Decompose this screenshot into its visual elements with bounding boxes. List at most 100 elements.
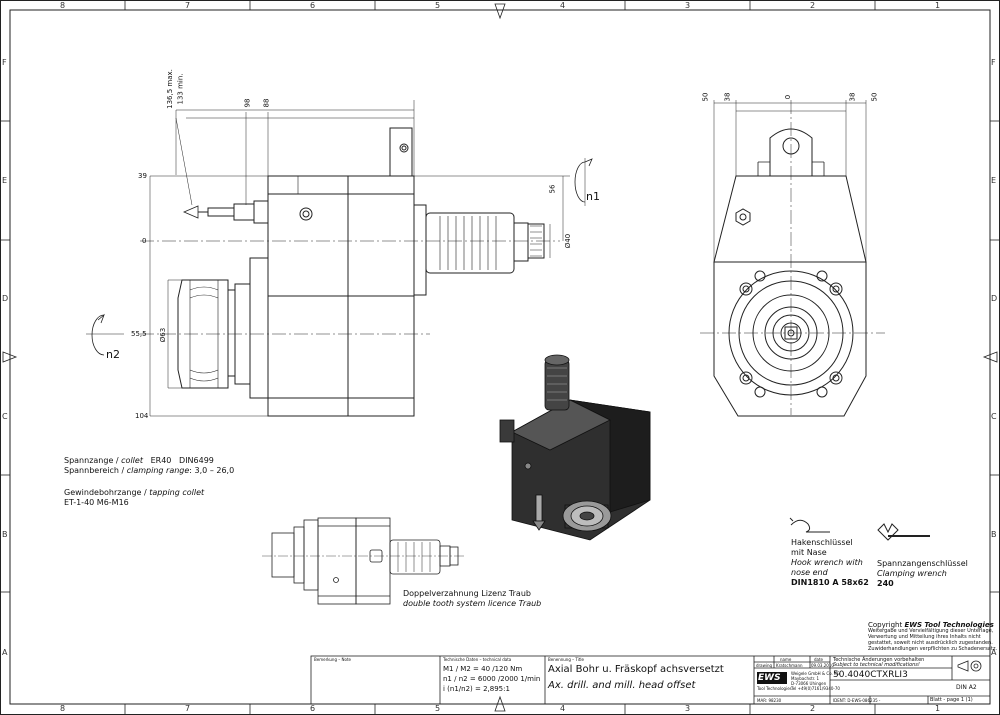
address-line: Weigele GmbH & Co. KG <box>791 671 840 676</box>
dim-88: 88 <box>262 98 271 108</box>
ident-number: IDENT: D-EWS-086235 - <box>833 698 881 703</box>
col-date: date <box>814 657 824 662</box>
zone-label-top: 5 <box>435 1 441 10</box>
note-double-tooth-en: double tooth system licence Traub <box>403 599 542 608</box>
copyright-title: Copyright EWS Tool Technologies <box>868 621 994 629</box>
hook-wrench-spec: DIN1810 A 58x62 <box>791 578 869 587</box>
zone-label-right: E <box>991 176 997 185</box>
address-line: Maybachstr. 1 <box>791 676 820 681</box>
note-clamping-range: Spannbereich / clamping range: 3,0 – 26,… <box>64 466 235 475</box>
dim-50-right: 50 <box>870 92 879 102</box>
ews-logo-text: EWS <box>758 673 781 683</box>
changes-en: Subject to technical modifications! <box>833 662 920 668</box>
clamping-wrench-spec: 240 <box>877 579 894 588</box>
rotation-label-n1: n1 <box>586 190 600 203</box>
torque-values: M1 / M2 = 40 /120 Nm <box>443 665 523 673</box>
col-name: name <box>780 657 792 662</box>
drawing-date: 09.03.2010 <box>811 663 834 668</box>
clamping-wrench-en: Clamping wrench <box>877 569 947 578</box>
speed-values: n1 / n2 = 6000 /2000 1/min <box>443 675 541 683</box>
zone-label-left: E <box>2 176 8 185</box>
title-block-frame <box>310 655 991 705</box>
drawing-title-de: Axial Bohr u. Fräskopf achsversetzt <box>548 664 724 675</box>
zone-label-top: 7 <box>185 1 191 10</box>
dim-d40: Ø40 <box>564 233 573 249</box>
isometric-render <box>499 354 651 541</box>
hook-wrench-en: Hook wrench with <box>791 558 863 567</box>
changes-de: Technische Änderungen vorbehalten <box>833 657 925 663</box>
zone-label-left: A <box>2 648 8 657</box>
dim-39: 39 <box>138 172 147 180</box>
dim-98: 98 <box>243 98 252 108</box>
zone-label-bottom: 5 <box>435 704 441 713</box>
drawer-name: Kratschmann <box>776 663 803 668</box>
clamping-wrench-de: Spannzangenschlüssel <box>877 559 968 568</box>
zone-label-top: 6 <box>310 1 316 10</box>
dim-38-right: 38 <box>848 92 857 102</box>
drawing-number: 50.4040CTXRLI3 <box>833 670 908 680</box>
hook-wrench-en-2: nose end <box>791 568 828 577</box>
zone-label-left: D <box>2 294 9 303</box>
zone-label-bottom: 8 <box>60 704 66 713</box>
rotation-label-n2: n2 <box>106 348 120 361</box>
zone-label-right: F <box>991 58 996 67</box>
material-number: MAR: 98230 <box>757 698 782 703</box>
zone-label-bottom: 1 <box>935 704 941 713</box>
remark-label: Bemerkung – Note <box>314 657 352 662</box>
dim-50-left: 50 <box>701 92 710 102</box>
ews-logo-sub: Tool Technologies <box>757 686 792 691</box>
dim-104: 104 <box>135 412 149 420</box>
zone-label-bottom: 6 <box>310 704 316 713</box>
dim-d63: Ø63 <box>159 327 168 343</box>
projection-symbol-icon <box>957 660 982 672</box>
small-side-view <box>262 517 465 605</box>
copyright-line: Weitergabe und Vervielfältigung dieser U… <box>868 628 994 634</box>
zone-label-top: 4 <box>560 1 566 10</box>
dim-min-length: 133 min. <box>176 73 185 105</box>
zone-label-right: A <box>991 648 997 657</box>
dim-56: 56 <box>548 184 557 194</box>
hook-wrench-de-2: mit Nase <box>791 548 827 557</box>
copyright-line: Verwertung und Mitteilung ihres Inhalts … <box>868 634 981 640</box>
front-view <box>700 100 885 417</box>
zone-label-left: F <box>2 58 7 67</box>
row-drawing: drawing <box>756 663 773 668</box>
zone-label-left: B <box>2 530 8 539</box>
paper-size: DIN A2 <box>956 684 977 691</box>
drawing-title-en: Ax. drill. and mill. head offset <box>548 680 696 691</box>
note-tapping-value: ET-1-40 M6-M16 <box>64 498 129 507</box>
note-tapping-collet: Gewindebohrzange / tapping collet <box>64 488 205 497</box>
clamping-wrench-icon <box>877 523 930 541</box>
address-line: Tel +49(0)7161/9340-70 <box>791 686 840 691</box>
zone-label-top: 8 <box>60 1 66 10</box>
hook-wrench-de: Hakenschlüssel <box>791 538 853 547</box>
address-line: D-73066 Uhingen <box>791 681 827 686</box>
zone-label-top: 3 <box>685 1 691 10</box>
zone-label-bottom: 7 <box>185 704 191 713</box>
zone-label-top: 1 <box>935 1 941 10</box>
zone-label-right: D <box>991 294 998 303</box>
side-view <box>86 100 593 417</box>
tech-data-label: Technische Daten – technical data <box>443 657 512 662</box>
zone-label-left: C <box>2 412 8 421</box>
ews-logo <box>757 672 787 684</box>
zone-label-bottom: 4 <box>560 704 566 713</box>
note-collet: Spannzange / collet ER40 DIN6499 <box>64 456 214 465</box>
title-label: Benennung – Title <box>548 657 584 662</box>
dim-0: 0 <box>142 237 147 245</box>
dim-55-5: 55,5 <box>131 330 147 338</box>
copyright-line: Zuwiderhandlungen verpflichten zu Schade… <box>868 646 998 652</box>
zone-label-bottom: 2 <box>810 704 816 713</box>
zone-label-bottom: 3 <box>685 704 691 713</box>
hook-wrench-icon <box>789 517 830 533</box>
dim-0-front: 0 <box>784 94 793 100</box>
note-double-tooth-de: Doppelverzahnung Lizenz Traub <box>403 589 531 598</box>
zone-label-top: 2 <box>810 1 816 10</box>
dim-max-length: 136,5 max. <box>165 69 174 109</box>
zone-label-right: C <box>991 412 997 421</box>
ratio-value: i (n1/n2) = 2,895:1 <box>443 685 510 693</box>
copyright-line: gestattet, soweit nicht ausdrücklich zug… <box>868 640 993 646</box>
zone-label-right: B <box>991 530 997 539</box>
